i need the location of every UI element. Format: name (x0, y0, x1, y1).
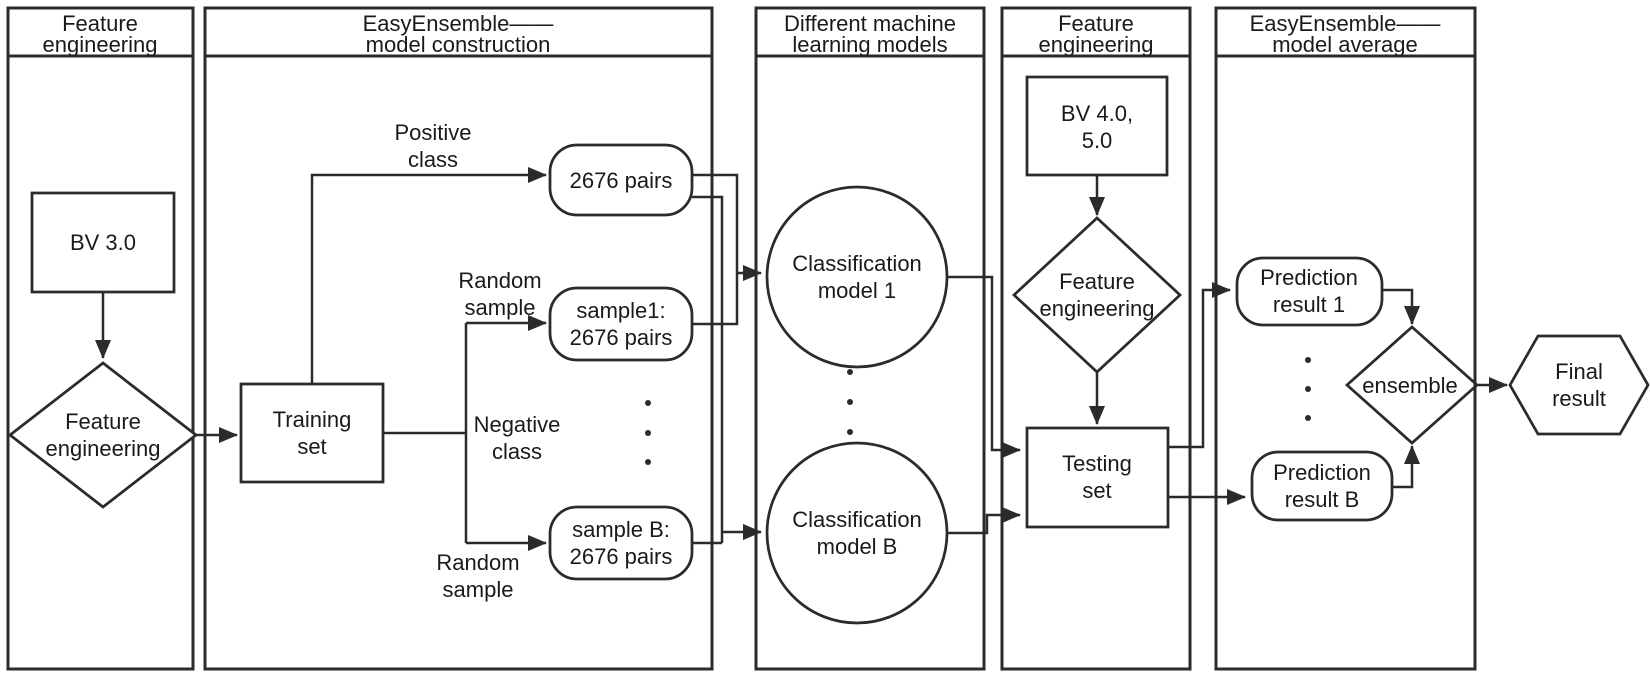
node-ensemble: ensemble (1344, 325, 1480, 445)
edge-label-line: Random (458, 268, 541, 293)
edge-testing-to-pred1 (1168, 282, 1231, 449)
node-label: Final (1555, 359, 1603, 384)
column-title: Different machine (784, 11, 956, 36)
node-label: ensemble (1362, 373, 1457, 398)
node-label: result (1552, 386, 1606, 411)
column-frame-ml-models: Different machine learning models (754, 6, 986, 671)
node-label: Prediction (1260, 265, 1358, 290)
node-label: Classification (792, 251, 922, 276)
edge-modelB-to-testing (947, 507, 1021, 535)
column-title: Feature (1058, 11, 1134, 36)
node-label: Prediction (1273, 460, 1371, 485)
node-bv4050: BV 4.0, 5.0 (1025, 75, 1169, 177)
column-frame-feature-engineering-1: Feature engineering (6, 6, 195, 671)
node-sampleB: sample B: 2676 pairs (548, 505, 694, 581)
node-classification-model-1: Classification model 1 (765, 185, 949, 369)
node-label: sample1: (576, 298, 665, 323)
node-classification-model-B: Classification model B (765, 441, 949, 625)
edge-pairs-sample1-join (692, 173, 739, 326)
column-title: engineering (43, 32, 158, 57)
edge-label-line: class (408, 147, 458, 172)
node-label: Classification (792, 507, 922, 532)
edge-label-line: sample (465, 295, 536, 320)
column-title: model average (1272, 32, 1418, 57)
node-label: set (297, 434, 326, 459)
node-training-set: Training set (239, 382, 385, 484)
column-title: EasyEnsemble—— (363, 11, 554, 36)
node-positive-pairs: 2676 pairs (548, 143, 694, 217)
node-label: sample B: (572, 517, 670, 542)
node-feature-engineering-2: Feature engineering (1011, 216, 1183, 374)
column-frame-model-construction: EasyEnsemble—— model construction (203, 6, 714, 671)
node-label: engineering (1040, 296, 1155, 321)
node-label: BV 3.0 (70, 230, 136, 255)
edge-label-line: sample (443, 577, 514, 602)
column-frame-model-average: EasyEnsemble—— model average (1214, 6, 1477, 671)
edge-label-line: Random (436, 550, 519, 575)
column-title: engineering (1039, 32, 1154, 57)
node-label: engineering (46, 436, 161, 461)
node-label: model B (817, 534, 898, 559)
ellipsis-dots-predictions (1305, 357, 1311, 421)
node-label: 2676 pairs (570, 325, 673, 350)
node-label: result B (1285, 487, 1360, 512)
node-label: set (1082, 478, 1111, 503)
node-prediction-result-B: Prediction result B (1250, 450, 1394, 522)
node-label: BV 4.0, (1061, 101, 1133, 126)
node-feature-engineering-1: Feature engineering (7, 361, 199, 509)
node-bv30: BV 3.0 (30, 191, 176, 294)
node-testing-set: Testing set (1025, 426, 1170, 529)
edge-pairs-down (692, 195, 724, 543)
edge-label-random-sample-bottom: Random sample (436, 550, 519, 602)
edge-model1-to-testing (947, 275, 1021, 458)
edge-predB-to-ensemble (1392, 445, 1420, 489)
column-title: Feature (62, 11, 138, 36)
node-label: Testing (1062, 451, 1132, 476)
edge-label-line: class (492, 439, 542, 464)
edge-label-positive-class: Positive class (394, 120, 471, 172)
column-title: learning models (792, 32, 947, 57)
node-label: Feature (1059, 269, 1135, 294)
column-frame-feature-engineering-2: Feature engineering (1000, 6, 1192, 671)
edge-training-to-positive-pairs (310, 167, 547, 384)
node-label: result 1 (1273, 292, 1345, 317)
edge-label-negative-class: Negative class (474, 412, 561, 464)
node-label: 5.0 (1082, 128, 1113, 153)
node-label: model 1 (818, 278, 896, 303)
node-sample1: sample1: 2676 pairs (548, 286, 694, 362)
node-final-result: Final result (1508, 334, 1650, 436)
node-label: Training (273, 407, 352, 432)
node-label: Feature (65, 409, 141, 434)
node-label: 2676 pairs (570, 544, 673, 569)
edge-label-random-sample-top: Random sample (458, 268, 541, 320)
ellipsis-dots-samples (645, 400, 651, 465)
node-label: 2676 pairs (570, 168, 673, 193)
edge-pred1-to-ensemble (1382, 288, 1420, 325)
ellipsis-dots-models (847, 369, 853, 435)
edge-label-line: Negative (474, 412, 561, 437)
column-title: EasyEnsemble—— (1250, 11, 1441, 36)
edges (95, 167, 1508, 551)
edge-label-line: Positive (394, 120, 471, 145)
column-title: model construction (366, 32, 551, 57)
node-prediction-result-1: Prediction result 1 (1235, 256, 1384, 327)
